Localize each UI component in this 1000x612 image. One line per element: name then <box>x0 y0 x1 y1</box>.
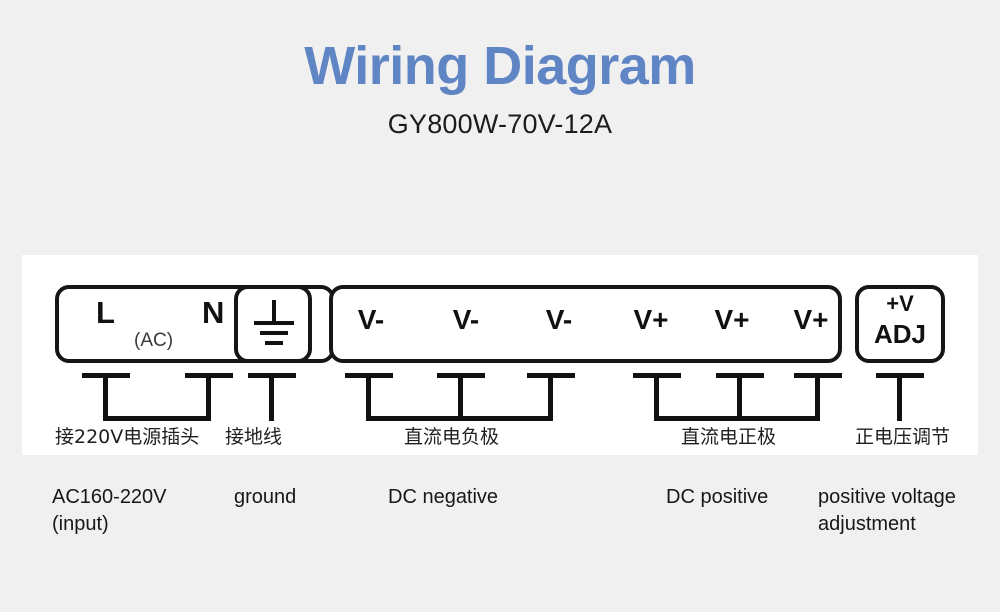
en-label-ground-line1: ground <box>234 486 297 508</box>
earth-ground-icon <box>238 300 308 352</box>
en-label-dc-negative: DC negative <box>388 484 498 511</box>
bracket-leg <box>548 373 553 416</box>
terminal-pin-vpos-2: V+ <box>714 304 750 335</box>
en-label-ground: ground <box>234 484 296 511</box>
bracket-adj <box>876 373 932 421</box>
bracket-leg <box>897 373 902 421</box>
bracket-base <box>103 416 211 421</box>
terminal-pin-adj-line2: ADJ <box>873 319 926 349</box>
terminal-pin-vneg-1: V- <box>357 304 385 335</box>
bracket-leg <box>103 373 108 416</box>
terminal-pin-ac-note: (AC) <box>134 330 174 351</box>
terminal-pin-vpos-1: V+ <box>633 304 669 335</box>
bracket-leg <box>269 373 274 421</box>
en-label-adj-line1: positive voltage <box>818 486 956 508</box>
terminal-pin-vpos-3: V+ <box>793 304 829 335</box>
header: Wiring Diagram GY800W-70V-12A <box>0 0 1000 140</box>
bracket-dc-negative <box>345 373 575 421</box>
bracket-ground <box>248 373 304 421</box>
en-label-dc-positive: DC positive <box>666 484 768 511</box>
en-label-dc-negative-line1: DC negative <box>388 486 499 508</box>
bracket-ac <box>82 373 247 421</box>
cn-label-ac: 接220V电源插头 <box>55 426 200 448</box>
en-label-adj: positive voltage adjustment <box>818 484 956 537</box>
bracket-leg <box>654 373 659 416</box>
bracket-leg <box>366 373 371 416</box>
en-label-adj-line2: adjustment <box>818 512 916 535</box>
bracket-dc-positive <box>633 373 842 421</box>
cn-label-dc-negative: 直流电负极 <box>404 426 500 448</box>
terminal-box-main: V- V- V- V+ V+ V+ <box>329 285 842 363</box>
page-title: Wiring Diagram <box>304 36 696 96</box>
ground-bar-1 <box>254 321 294 325</box>
model-subtitle: GY800W-70V-12A <box>387 108 613 139</box>
en-label-dc-positive-line1: DC positive <box>666 486 769 508</box>
bracket-leg <box>815 373 820 416</box>
bracket-leg <box>737 373 742 416</box>
en-label-ac: AC160-220V (input) <box>52 484 167 537</box>
bracket-leg <box>458 373 463 416</box>
ground-bar-2 <box>260 331 288 335</box>
terminal-pin-l: L <box>96 295 115 330</box>
en-label-ac-line2: (input) <box>52 512 109 535</box>
ground-bar-3 <box>265 341 283 345</box>
terminal-box-adj: +V ADJ <box>855 285 945 363</box>
bracket-leg <box>206 373 211 416</box>
bracket-base <box>366 416 553 421</box>
ground-stem <box>272 300 276 322</box>
terminal-box-ground <box>234 285 312 363</box>
terminal-pin-n: N <box>202 295 225 330</box>
en-label-ac-line1: AC160-220V <box>52 486 167 508</box>
bracket-base <box>654 416 820 421</box>
cn-label-dc-positive: 直流电正极 <box>681 426 777 448</box>
terminal-row: L N (AC) V- V- V- V+ V+ V+ +V ADJ <box>22 255 978 455</box>
cn-label-ground: 接地线 <box>225 426 283 448</box>
terminal-pin-adj-line1: +V <box>886 291 914 316</box>
cn-label-adj: 正电压调节 <box>855 426 951 448</box>
terminal-pin-vneg-3: V- <box>545 304 573 335</box>
wiring-diagram-panel: L N (AC) V- V- V- V+ V+ V+ +V ADJ <box>22 255 978 455</box>
terminal-pin-vneg-2: V- <box>452 304 480 335</box>
